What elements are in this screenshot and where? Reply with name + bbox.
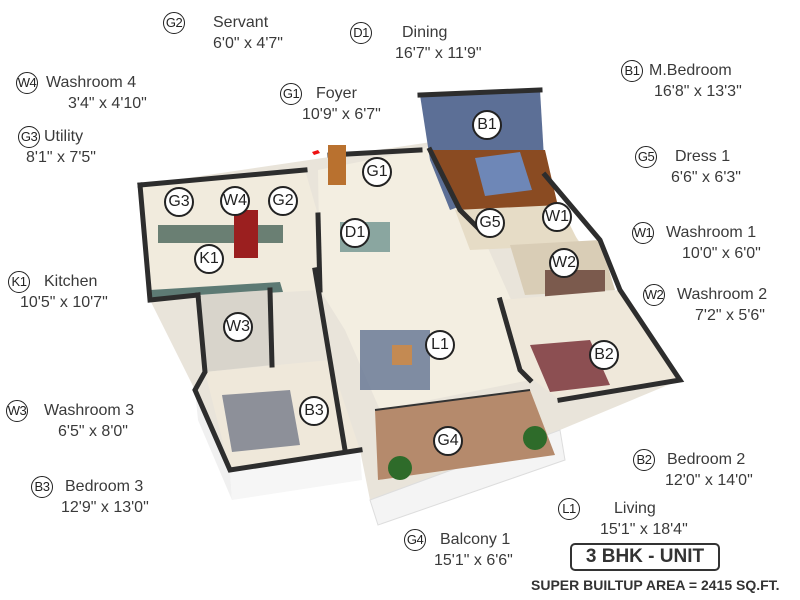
room-size: 7'2" x 5'6" <box>695 307 765 324</box>
super-builtup-area: SUPER BUILTUP AREA = 2415 SQ.FT. <box>531 577 780 593</box>
plan-badge-w2: W2 <box>549 248 579 278</box>
room-name: Bedroom 2 <box>667 451 746 468</box>
room-name: Washroom 2 <box>677 286 768 303</box>
room-size: 10'5" x 10'7" <box>20 294 108 311</box>
legend-washroom-4: W4 Washroom 4 3'4" x 4'10" <box>16 72 147 114</box>
plan-badge-g3: G3 <box>164 187 194 217</box>
room-name: Washroom 4 <box>46 74 137 91</box>
room-name: M.Bedroom <box>649 62 732 79</box>
room-size: 6'5" x 8'0" <box>58 423 128 440</box>
badge-w2: W2 <box>643 284 665 306</box>
room-name: Washroom 1 <box>666 224 757 241</box>
legend-living: L1 Living 15'1" x 18'4" <box>558 498 688 540</box>
plan-badge-l1: L1 <box>425 330 455 360</box>
room-size: 8'1" x 7'5" <box>26 149 96 166</box>
room-name: Bedroom 3 <box>65 478 144 495</box>
room-name: Washroom 3 <box>44 402 135 419</box>
room-name: Utility <box>44 128 84 145</box>
plan-badge-g2: G2 <box>268 186 298 216</box>
room-size: 10'0" x 6'0" <box>682 245 761 262</box>
plan-badge-g1: G1 <box>362 157 392 187</box>
plan-badge-g4: G4 <box>433 426 463 456</box>
room-name: Living <box>614 500 656 517</box>
legend-foyer: G1 Foyer 10'9" x 6'7" <box>280 83 381 125</box>
room-name: Foyer <box>316 85 357 102</box>
room-name: Dining <box>402 24 448 41</box>
badge-g1: G1 <box>280 83 302 105</box>
room-size: 15'1" x 6'6" <box>434 552 513 569</box>
badge-k1: K1 <box>8 271 30 293</box>
legend-bedroom-3: B3 Bedroom 3 12'9" x 13'0" <box>31 476 149 518</box>
badge-w3: W3 <box>6 400 28 422</box>
plan-badge-b1: B1 <box>472 110 502 140</box>
badge-g4: G4 <box>404 529 426 551</box>
room-size: 10'9" x 6'7" <box>302 106 381 123</box>
plan-badge-b2: B2 <box>589 340 619 370</box>
legend-kitchen: K1 Kitchen 10'5" x 10'7" <box>8 271 108 313</box>
badge-w4: W4 <box>16 72 38 94</box>
badge-g5: G5 <box>635 146 657 168</box>
room-size: 16'8" x 13'3" <box>654 83 742 100</box>
room-size: 16'7" x 11'9" <box>395 45 482 62</box>
plan-badge-w3: W3 <box>223 312 253 342</box>
room-size: 6'0" x 4'7" <box>213 35 283 52</box>
unit-type-label: 3 BHK - UNIT <box>570 543 720 571</box>
plan-badge-b3: B3 <box>299 396 329 426</box>
badge-g2: G2 <box>163 12 185 34</box>
legend-balcony-1: G4 Balcony 1 15'1" x 6'6" <box>404 529 513 571</box>
badge-w1: W1 <box>632 222 654 244</box>
plan-badge-w1: W1 <box>542 202 572 232</box>
badge-g3: G3 <box>18 126 40 148</box>
room-size: 3'4" x 4'10" <box>68 95 147 112</box>
room-size: 12'9" x 13'0" <box>61 499 149 516</box>
legend-washroom-1: W1 Washroom 1 10'0" x 6'0" <box>632 222 761 264</box>
legend-m-bedroom: B1 M.Bedroom 16'8" x 13'3" <box>621 60 742 102</box>
room-size: 6'6" x 6'3" <box>671 169 741 186</box>
badge-b2: B2 <box>633 449 655 471</box>
plan-badge-g5: G5 <box>475 208 505 238</box>
badge-l1: L1 <box>558 498 580 520</box>
badge-b3: B3 <box>31 476 53 498</box>
legend-dining: D1 Dining 16'7" x 11'9" <box>350 22 482 64</box>
room-name: Balcony 1 <box>440 531 511 548</box>
plan-badge-d1: D1 <box>340 218 370 248</box>
plan-badge-w4: W4 <box>220 186 250 216</box>
room-size: 15'1" x 18'4" <box>600 521 688 538</box>
legend-bedroom-2: B2 Bedroom 2 12'0" x 14'0" <box>633 449 753 491</box>
room-name: Servant <box>213 14 269 31</box>
room-size: 12'0" x 14'0" <box>665 472 753 489</box>
legend-dress-1: G5 Dress 1 6'6" x 6'3" <box>635 146 741 188</box>
room-name: Kitchen <box>44 273 98 290</box>
badge-b1: B1 <box>621 60 643 82</box>
legend-washroom-3: W3 Washroom 3 6'5" x 8'0" <box>6 400 134 442</box>
badge-d1: D1 <box>350 22 372 44</box>
plan-badge-k1: K1 <box>194 244 224 274</box>
legend-washroom-2: W2 Washroom 2 7'2" x 5'6" <box>643 284 767 326</box>
legend-servant: G2 Servant 6'0" x 4'7" <box>163 12 283 54</box>
room-name: Dress 1 <box>675 148 731 165</box>
